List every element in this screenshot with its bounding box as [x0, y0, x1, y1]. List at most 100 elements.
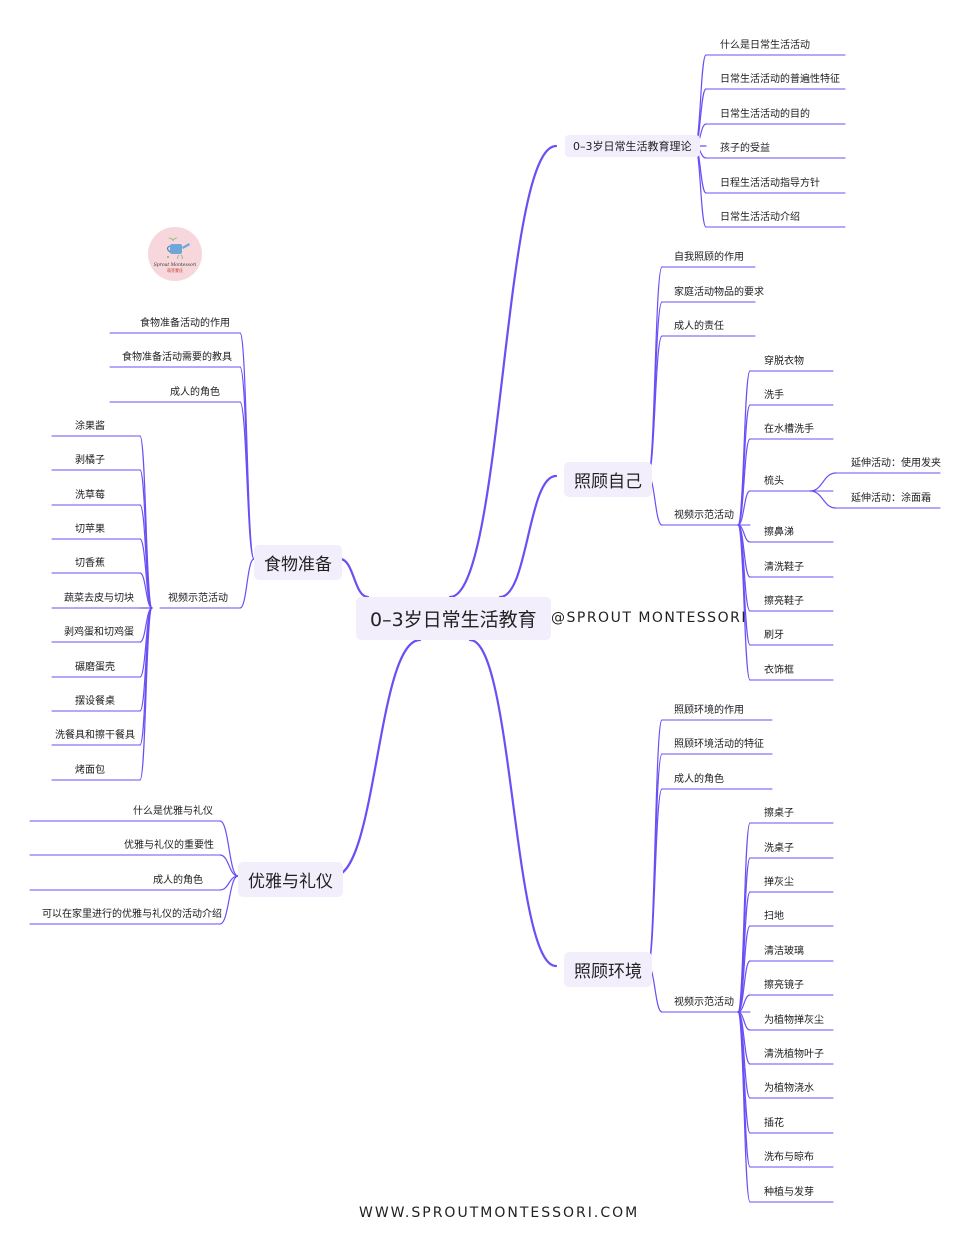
branch-food-label: 食物准备 [264, 555, 332, 575]
food-item[interactable]: 食物准备活动的作用 [140, 318, 230, 329]
branch-curve [737, 960, 751, 1013]
environment-item[interactable]: 照顾环境活动的特征 [674, 739, 764, 750]
root-label: 0–3岁日常生活教育 [370, 609, 537, 631]
self-care-video[interactable]: 衣饰框 [764, 665, 794, 676]
branch-self-care[interactable]: 照顾自己 [564, 462, 652, 497]
branch-curve [737, 370, 751, 526]
branch-theory[interactable]: 0–3岁日常生活教育理论 [565, 135, 700, 157]
environment-video[interactable]: 为植物掸灰尘 [764, 1015, 824, 1026]
environment-item[interactable]: 照顾环境的作用 [674, 705, 744, 716]
grace-item[interactable]: 可以在家里进行的优雅与礼仪的活动介绍 [42, 909, 222, 920]
theory-item[interactable]: 日常生活活动的目的 [720, 109, 810, 120]
branch-theory-label: 0–3岁日常生活教育理论 [573, 140, 692, 153]
self-care-video[interactable]: 刷牙 [764, 630, 784, 641]
branch-curve [737, 438, 751, 526]
root-to-food [338, 557, 370, 599]
branch-curve [239, 332, 255, 560]
branch-curve [737, 524, 751, 646]
branch-curve [694, 54, 707, 147]
theory-item[interactable]: 日常生活活动的普遍性特征 [720, 74, 840, 85]
food-video[interactable]: 剥橘子 [75, 455, 105, 466]
logo-chinese-text: 萌芽蒙氏 [167, 267, 183, 273]
self-care-item[interactable]: 家庭活动物品的要求 [674, 287, 764, 298]
food-video[interactable]: 涂果酱 [75, 421, 105, 432]
environment-video[interactable]: 掸灰尘 [764, 877, 794, 888]
environment-video[interactable]: 洗桌子 [764, 843, 794, 854]
environment-video[interactable]: 清洁玻璃 [764, 946, 804, 957]
environment-item[interactable]: 成人的角色 [674, 774, 724, 785]
branch-curve [139, 572, 153, 609]
branch-curve [737, 994, 751, 1013]
food-video[interactable]: 切苹果 [75, 524, 105, 535]
food-item[interactable]: 食物准备活动需要的教具 [122, 352, 232, 363]
grace-item[interactable]: 什么是优雅与礼仪 [133, 806, 213, 817]
root-to-environment [468, 638, 558, 968]
food-video[interactable]: 烤面包 [75, 765, 105, 776]
comb-extension[interactable]: 延伸活动：涂面霜 [851, 493, 931, 504]
branch-curve [647, 788, 663, 967]
grace-item[interactable]: 优雅与礼仪的重要性 [124, 840, 214, 851]
logo-script-text: Sprout Montessori [154, 262, 197, 268]
branch-environment-label: 照顾环境 [574, 962, 642, 982]
root-to-grace [332, 638, 422, 878]
branch-curve [737, 1011, 751, 1203]
environment-video[interactable]: 擦桌子 [764, 808, 794, 819]
food-item[interactable]: 成人的角色 [170, 387, 220, 398]
branch-curve [737, 524, 751, 681]
self-care-video[interactable]: 在水槽洗手 [764, 424, 814, 435]
environment-video[interactable]: 种植与发芽 [764, 1187, 814, 1198]
food-video[interactable]: 洗餐具和擦干餐具 [55, 730, 135, 741]
self-care-video-label[interactable]: 视频示范活动 [674, 510, 734, 521]
branch-environment[interactable]: 照顾环境 [564, 952, 652, 987]
branch-grace[interactable]: 优雅与礼仪 [238, 862, 343, 897]
theory-item[interactable]: 孩子的受益 [720, 143, 770, 154]
branch-curve [219, 820, 239, 877]
branch-self-care-label: 照顾自己 [574, 472, 642, 492]
branch-curve [647, 753, 663, 967]
self-care-video[interactable]: 穿脱衣物 [764, 356, 804, 367]
food-video[interactable]: 蔬菜去皮与切块 [64, 593, 134, 604]
food-video[interactable]: 碾磨蛋壳 [75, 662, 115, 673]
food-video[interactable]: 剥鸡蛋和切鸡蛋 [64, 627, 134, 638]
self-care-video[interactable]: 清洗鞋子 [764, 562, 804, 573]
food-video[interactable]: 洗草莓 [75, 490, 105, 501]
watering-can-icon: Sprout Montessori 萌芽蒙氏 [154, 237, 197, 273]
grace-item[interactable]: 成人的角色 [153, 875, 203, 886]
self-care-video[interactable]: 梳头 [764, 476, 784, 487]
branch-curve [219, 875, 239, 925]
branch-curve [809, 472, 837, 492]
environment-video[interactable]: 清洗植物叶子 [764, 1049, 824, 1060]
root-to-self-care [498, 474, 558, 599]
environment-video[interactable]: 洗布与晾布 [764, 1152, 814, 1163]
branch-curve [139, 607, 153, 781]
branch-curve [239, 558, 255, 609]
branch-curve [737, 490, 751, 526]
sprout-montessori-handle: @SPROUT MONTESSORI [551, 610, 747, 626]
environment-video[interactable]: 为植物浇水 [764, 1083, 814, 1094]
environment-video-label[interactable]: 视频示范活动 [674, 997, 734, 1008]
environment-video[interactable]: 插花 [764, 1118, 784, 1129]
food-video-label[interactable]: 视频示范活动 [168, 593, 228, 604]
food-video[interactable]: 切香蕉 [75, 558, 105, 569]
environment-video[interactable]: 扫地 [764, 911, 784, 922]
self-care-video[interactable]: 洗手 [764, 390, 784, 401]
theory-item[interactable]: 日程生活活动指导方针 [720, 178, 820, 189]
root-to-theory [448, 144, 558, 599]
branch-curve [239, 366, 255, 560]
root-node[interactable]: 0–3岁日常生活教育 [356, 597, 551, 640]
theory-item[interactable]: 什么是日常生活活动 [720, 40, 810, 51]
branch-curve [239, 401, 255, 560]
branch-curve [219, 854, 239, 877]
branch-grace-label: 优雅与礼仪 [248, 872, 333, 892]
self-care-item[interactable]: 成人的责任 [674, 321, 724, 332]
theory-item[interactable]: 日常生活活动介绍 [720, 212, 800, 223]
food-video[interactable]: 摆设餐桌 [75, 696, 115, 707]
self-care-video[interactable]: 擦鼻涕 [764, 527, 794, 538]
environment-video[interactable]: 擦亮镜子 [764, 980, 804, 991]
branch-food[interactable]: 食物准备 [254, 545, 342, 580]
sprout-montessori-logo: Sprout Montessori 萌芽蒙氏 [148, 227, 202, 281]
self-care-video[interactable]: 擦亮鞋子 [764, 596, 804, 607]
branch-curve [647, 266, 663, 477]
self-care-item[interactable]: 自我照顾的作用 [674, 252, 744, 263]
comb-extension[interactable]: 延伸活动：使用发夹 [851, 458, 941, 469]
